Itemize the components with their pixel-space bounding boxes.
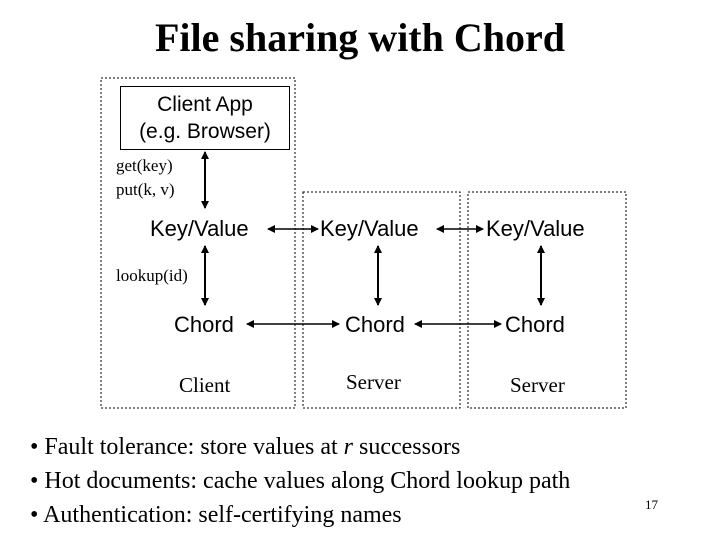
get-call-label: get(key)	[116, 156, 173, 175]
bullet-item: • Fault tolerance: store values at r suc…	[30, 434, 461, 460]
page-number: 17	[645, 497, 658, 512]
client-app-line1: Client App	[157, 93, 253, 116]
column-label-server-1: Server	[346, 370, 401, 394]
server-node-outline-2	[467, 191, 627, 409]
column-label-client: Client	[179, 373, 231, 397]
column-label-server-2: Server	[510, 373, 565, 397]
client-node-outline	[100, 77, 296, 409]
client-app-box: Client App (e.g. Browser)	[120, 86, 290, 150]
server-node-outline-1	[302, 191, 461, 409]
client-kv-label: Key/Value	[150, 216, 249, 241]
slide-title: File sharing with Chord	[154, 15, 566, 60]
bullet-item: • Hot documents: cache values along Chor…	[30, 468, 571, 494]
server1-chord-label: Chord	[345, 312, 405, 337]
bullet-item: • Authentication: self-certifying names	[30, 502, 402, 528]
server2-chord-label: Chord	[505, 312, 565, 337]
server1-kv-label: Key/Value	[320, 216, 419, 241]
client-chord-label: Chord	[174, 312, 234, 337]
client-app-line2: (e.g. Browser)	[139, 120, 271, 143]
lookup-call-label: lookup(id)	[116, 266, 188, 285]
server2-kv-label: Key/Value	[486, 216, 585, 241]
bullet-list: • Fault tolerance: store values at r suc…	[30, 430, 570, 532]
put-call-label: put(k, v)	[116, 180, 175, 199]
